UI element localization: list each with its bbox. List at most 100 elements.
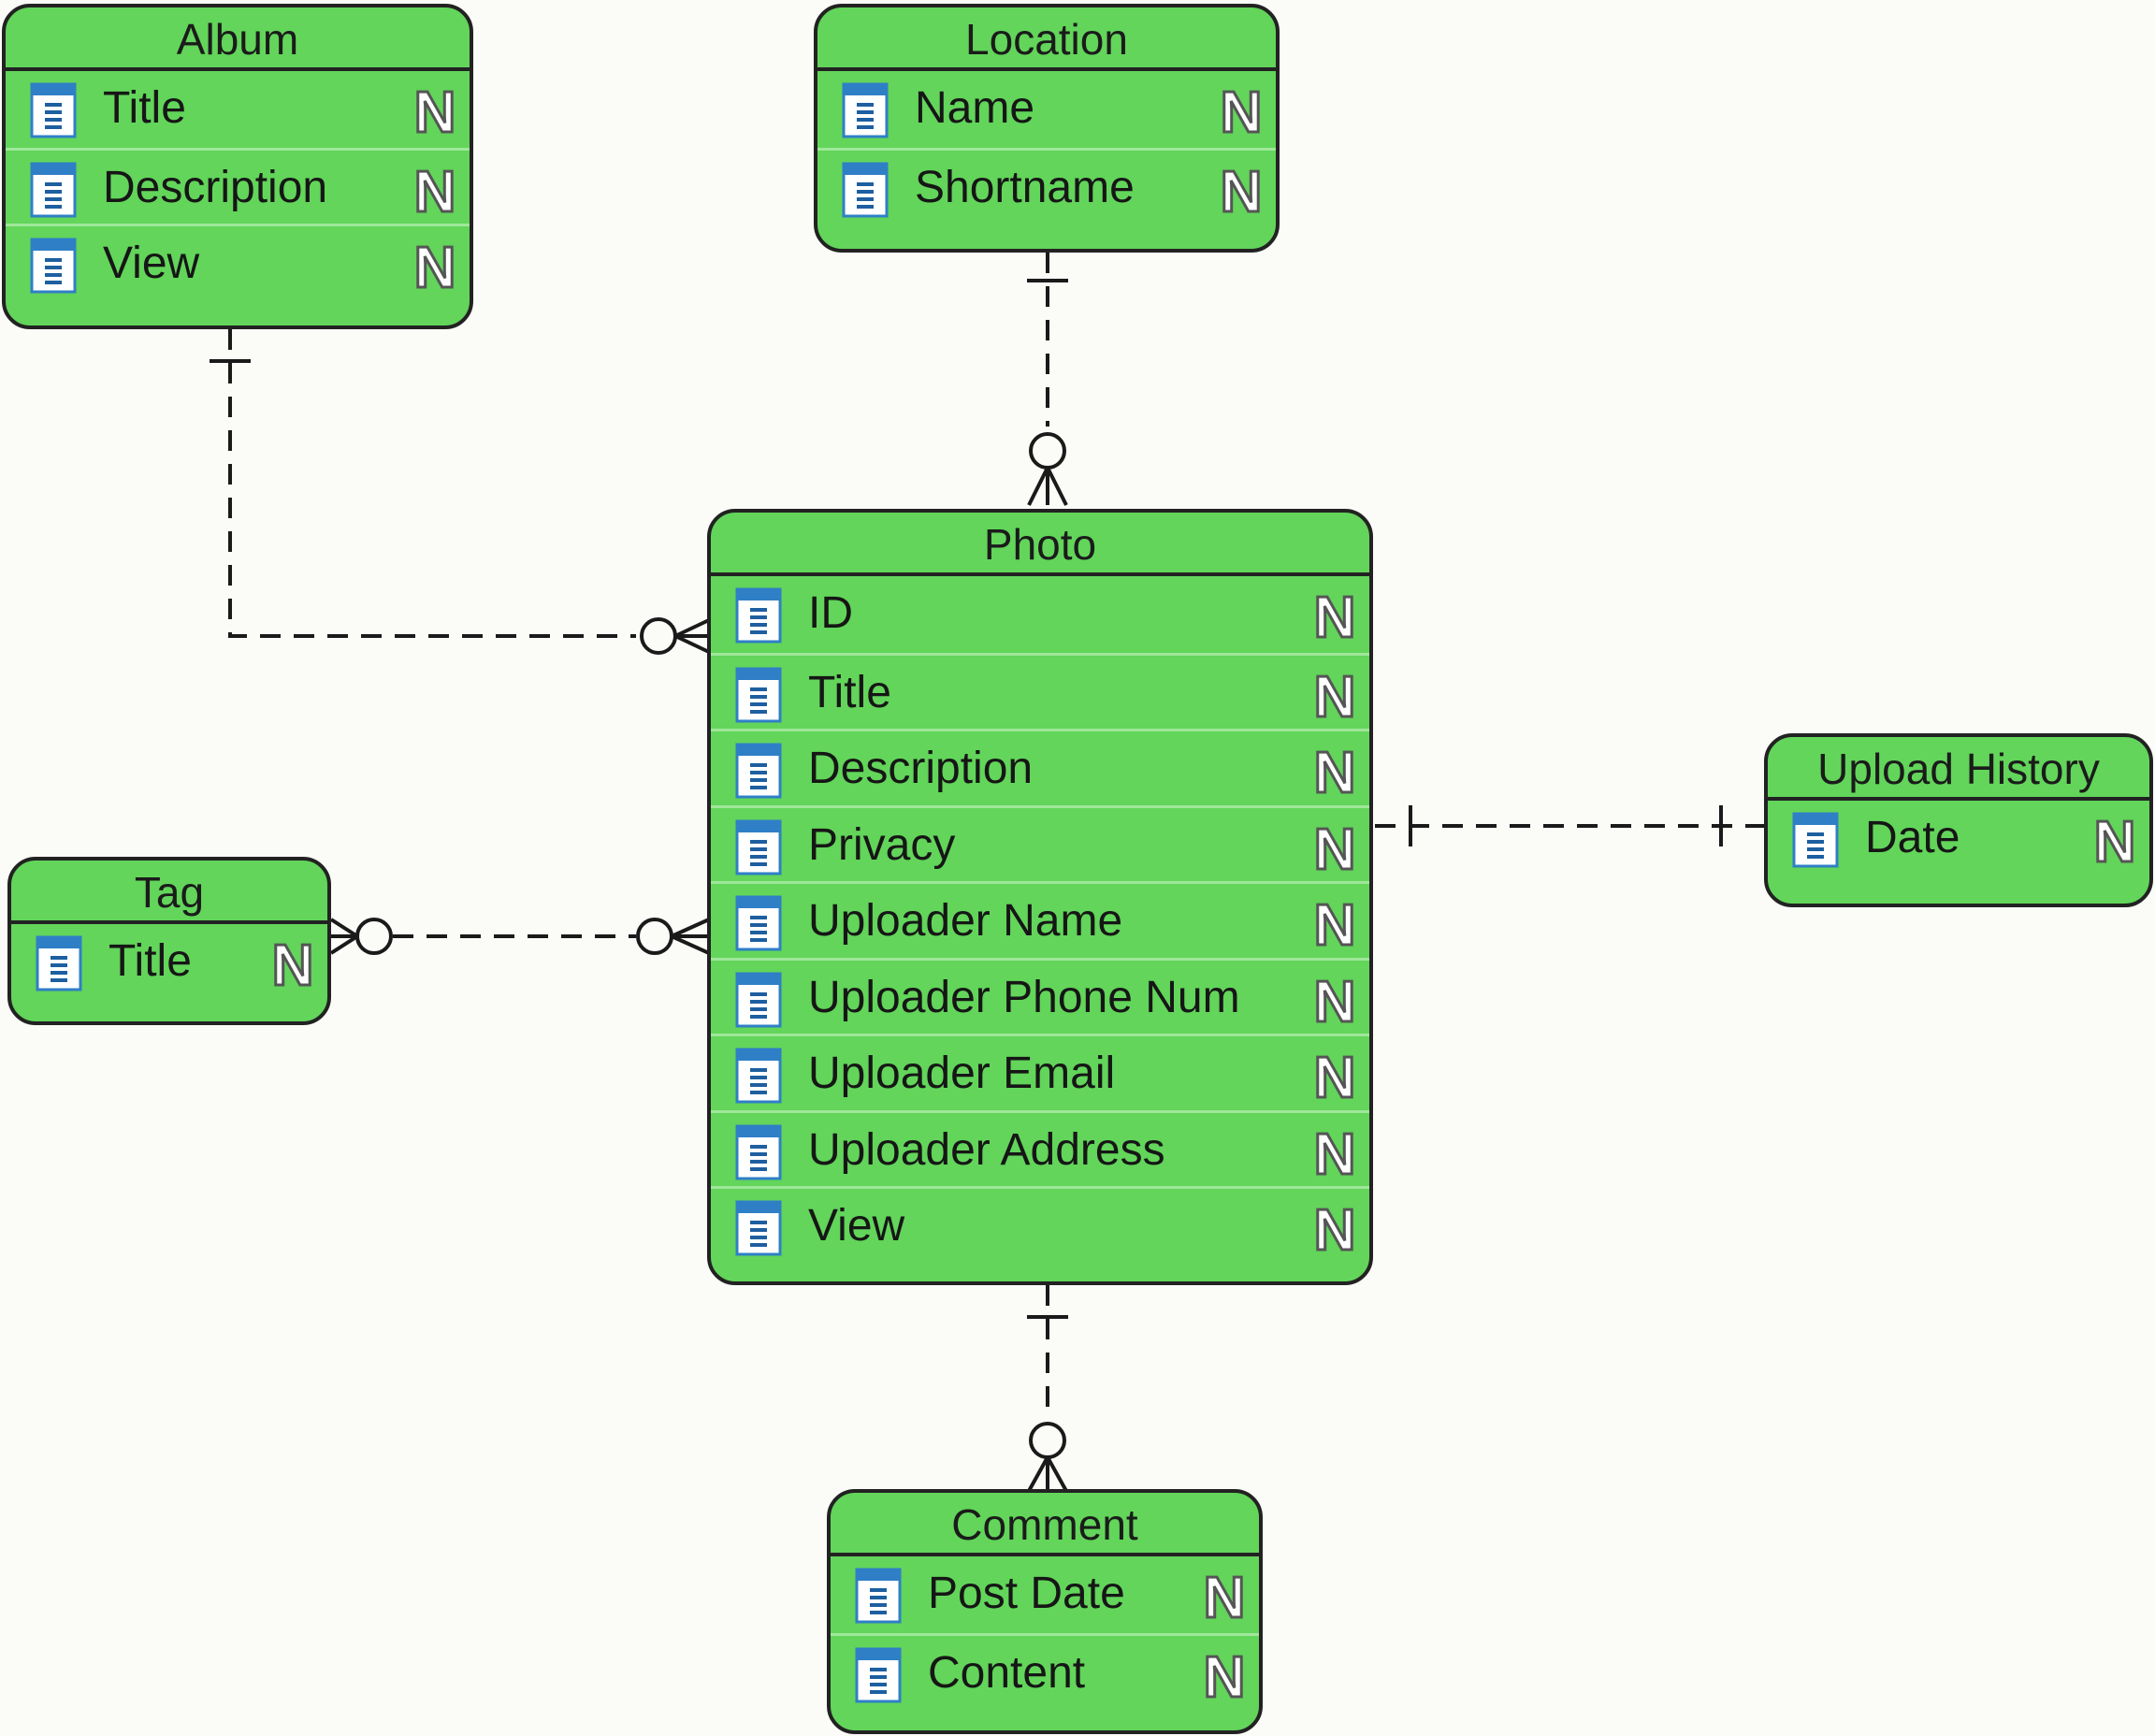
nullable-n-icon: N — [1312, 1046, 1357, 1106]
entity-title: Album — [6, 7, 470, 71]
entity-title: Tag — [11, 861, 327, 924]
nullable-letter: N — [1221, 80, 1263, 140]
nullable-n-icon: N — [1312, 893, 1357, 953]
column-name: Privacy — [808, 819, 956, 870]
nullable-letter: N — [1314, 665, 1356, 725]
entity-location[interactable]: Location Name N Shortname N — [814, 4, 1280, 253]
column-row[interactable]: Uploader Address N — [711, 1109, 1369, 1187]
column-row[interactable]: Title N — [711, 652, 1369, 730]
column-name: Shortname — [915, 162, 1135, 212]
nullable-letter: N — [2094, 810, 2136, 870]
entity-comment[interactable]: Comment Post Date N Content N — [827, 1489, 1263, 1734]
table-column-icon — [735, 819, 782, 875]
column-row[interactable]: View N — [6, 224, 470, 300]
nullable-n-icon: N — [1202, 1566, 1247, 1626]
table-column-icon — [30, 238, 77, 294]
column-row[interactable]: Shortname N — [817, 147, 1276, 224]
table-column-icon — [735, 587, 782, 644]
table-column-icon — [30, 162, 77, 217]
column-row[interactable]: View N — [711, 1186, 1369, 1263]
nullable-letter: N — [272, 933, 314, 993]
nullable-n-icon: N — [270, 933, 315, 993]
nullable-letter: N — [1204, 1566, 1246, 1626]
entity-title: Photo — [711, 513, 1369, 576]
nullable-letter: N — [1314, 586, 1356, 645]
table-column-icon — [30, 82, 77, 138]
nullable-n-icon: N — [412, 160, 457, 220]
column-row[interactable]: Title N — [11, 924, 327, 1001]
nullable-letter: N — [1221, 160, 1263, 220]
table-column-icon — [842, 82, 889, 138]
nullable-n-icon: N — [1312, 1122, 1357, 1182]
table-column-icon — [36, 935, 82, 991]
entity-album[interactable]: Album Title N Description N View N — [2, 4, 473, 329]
nullable-letter: N — [1314, 1046, 1356, 1106]
entity-title: Upload History — [1768, 737, 2149, 801]
location-photo-relationship[interactable] — [1027, 253, 1068, 506]
nullable-n-icon: N — [1312, 817, 1357, 877]
nullable-n-icon: N — [412, 80, 457, 140]
column-name: ID — [808, 588, 853, 638]
column-name: Title — [808, 667, 891, 717]
column-row[interactable]: Privacy N — [711, 804, 1369, 882]
nullable-letter: N — [1314, 970, 1356, 1030]
column-name: Name — [915, 83, 1035, 133]
table-column-icon — [735, 1200, 782, 1256]
table-column-icon — [1792, 812, 1839, 868]
nullable-letter: N — [414, 80, 456, 140]
nullable-n-icon: N — [1312, 970, 1357, 1030]
nullable-n-icon: N — [1219, 80, 1264, 140]
column-row[interactable]: Post Date N — [831, 1556, 1259, 1633]
photo-upload-history-relationship[interactable] — [1375, 805, 1764, 846]
table-column-icon — [855, 1568, 902, 1624]
nullable-letter: N — [1314, 893, 1356, 953]
column-name: Title — [108, 936, 192, 986]
nullable-n-icon: N — [1312, 1198, 1357, 1258]
nullable-letter: N — [414, 236, 456, 296]
entity-tag[interactable]: Tag Title N — [7, 857, 331, 1025]
table-column-icon — [735, 743, 782, 799]
column-name: Content — [928, 1647, 1086, 1698]
column-name: View — [103, 239, 200, 288]
tag-photo-relationship[interactable] — [329, 918, 710, 955]
column-row[interactable]: ID N — [711, 576, 1369, 653]
column-row[interactable]: Title N — [6, 71, 470, 148]
entity-title: Location — [817, 7, 1276, 71]
column-name: Description — [808, 744, 1034, 793]
column-name: Uploader Name — [808, 896, 1123, 946]
nullable-letter: N — [1204, 1645, 1246, 1705]
column-name: View — [808, 1201, 905, 1251]
nullable-n-icon: N — [1202, 1645, 1247, 1705]
entity-photo[interactable]: Photo ID N Title N Description N Privacy… — [707, 509, 1373, 1285]
table-column-icon — [735, 972, 782, 1027]
column-row[interactable]: Description N — [711, 729, 1369, 805]
table-column-icon — [842, 162, 889, 217]
nullable-n-icon: N — [2092, 810, 2137, 870]
table-column-icon — [735, 1124, 782, 1179]
nullable-letter: N — [1314, 1122, 1356, 1182]
table-column-icon — [735, 895, 782, 951]
column-row[interactable]: Date N — [1768, 801, 2149, 877]
column-row[interactable]: Uploader Email N — [711, 1034, 1369, 1110]
column-name: Date — [1865, 813, 1960, 862]
column-name: Post Date — [928, 1569, 1125, 1618]
column-name: Uploader Phone Num — [808, 972, 1240, 1022]
table-column-icon — [855, 1647, 902, 1702]
entity-upload-history[interactable]: Upload History Date N — [1764, 733, 2153, 907]
column-row[interactable]: Uploader Name N — [711, 881, 1369, 958]
table-column-icon — [735, 1048, 782, 1104]
album-photo-relationship[interactable] — [210, 329, 712, 655]
column-name: Uploader Email — [808, 1049, 1116, 1098]
nullable-n-icon: N — [412, 236, 457, 296]
column-row[interactable]: Uploader Phone Num N — [711, 957, 1369, 1034]
column-row[interactable]: Content N — [831, 1632, 1259, 1710]
nullable-n-icon: N — [1312, 665, 1357, 725]
column-name: Description — [103, 162, 328, 212]
column-row[interactable]: Name N — [817, 71, 1276, 148]
photo-comment-relationship[interactable] — [1027, 1285, 1068, 1492]
nullable-letter: N — [414, 160, 456, 220]
nullable-n-icon: N — [1312, 741, 1357, 801]
entity-title: Comment — [831, 1493, 1259, 1556]
column-row[interactable]: Description N — [6, 147, 470, 224]
